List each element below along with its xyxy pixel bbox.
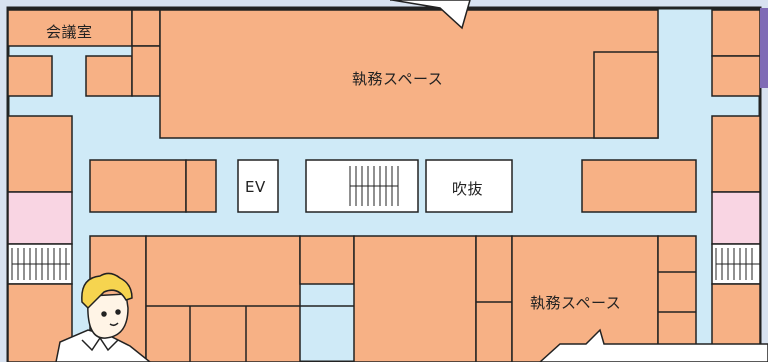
room-top-right-1 bbox=[711, 9, 761, 57]
label-meeting-room: 会議室 bbox=[46, 23, 93, 41]
speech-bubble-bottom bbox=[538, 328, 768, 362]
room-bottom-4 bbox=[353, 235, 477, 362]
room-left-1 bbox=[7, 115, 73, 193]
room-bottom-2 bbox=[145, 235, 301, 362]
room-bottom-right bbox=[657, 235, 697, 362]
label-office-space-top: 執務スペース bbox=[352, 70, 444, 88]
character-illustration bbox=[55, 272, 152, 362]
meeting-room bbox=[7, 9, 133, 47]
room-mid-2 bbox=[185, 159, 217, 213]
label-elevator: EV bbox=[245, 178, 266, 196]
purple-accent bbox=[760, 8, 768, 88]
office-space-bottom bbox=[511, 235, 659, 362]
room-bottom-3 bbox=[299, 235, 355, 285]
room-top-left-small bbox=[7, 55, 53, 97]
room-top-left-3 bbox=[131, 9, 161, 47]
pink-area-right bbox=[711, 191, 761, 245]
elevator bbox=[237, 159, 279, 213]
pink-area-left bbox=[7, 191, 73, 245]
atrium bbox=[425, 159, 513, 213]
room-top-right-2 bbox=[711, 55, 761, 97]
room-top-left-4 bbox=[131, 45, 161, 97]
room-bottom-5 bbox=[475, 235, 513, 362]
label-atrium: 吹抜 bbox=[452, 180, 484, 198]
speech-bubble-top bbox=[390, 0, 471, 30]
room-top-right-inner bbox=[593, 51, 659, 139]
office-space-top bbox=[159, 9, 659, 139]
room-mid-1 bbox=[89, 159, 187, 213]
stair-stripes bbox=[11, 166, 760, 280]
room-top-left-2 bbox=[85, 55, 133, 97]
room-right-1 bbox=[711, 115, 761, 193]
room-mid-right bbox=[581, 159, 697, 213]
label-office-space-bottom: 執務スペース bbox=[530, 294, 622, 312]
